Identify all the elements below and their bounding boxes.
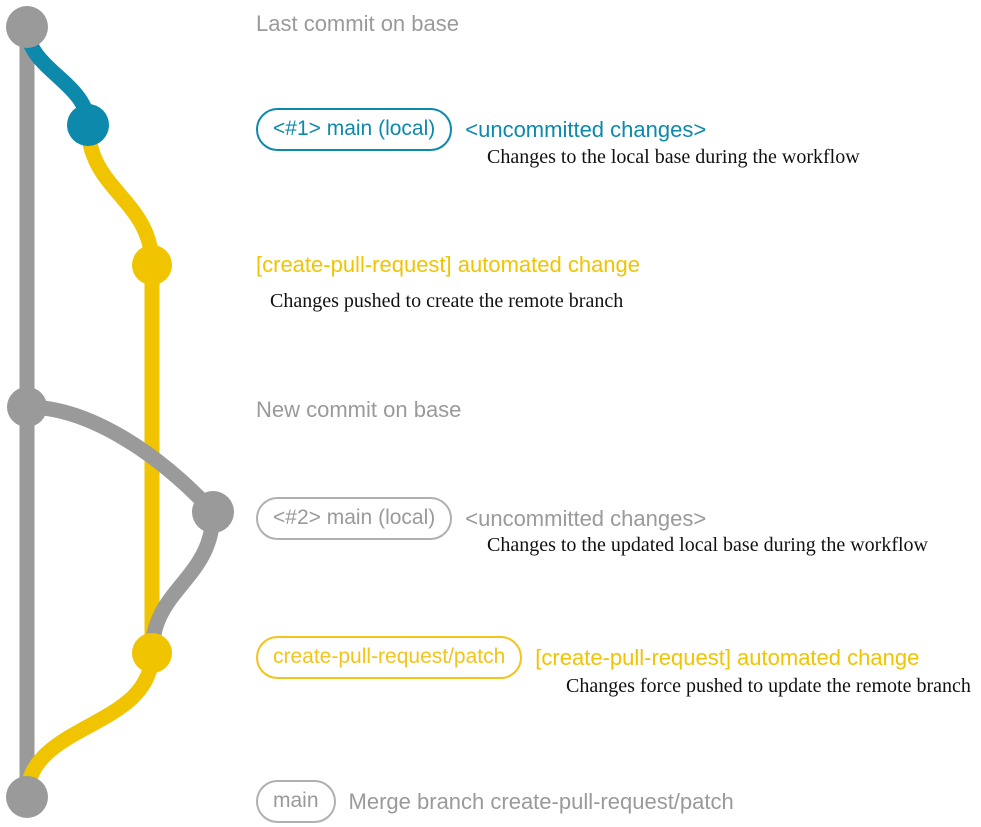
ref-pill-local-main-1[interactable]: <#1> main (local) [256,108,453,151]
commit-subject: Last commit on base [256,11,459,36]
node-automated-change-1[interactable] [132,245,172,285]
commit-subject: [create-pull-request] automated change [256,252,641,277]
commit-subject: <uncommitted changes> [465,116,707,142]
node-local-main-2[interactable] [192,491,234,533]
ref-pill-local-main-2[interactable]: <#2> main (local) [256,497,453,540]
commit-row-automated-change-1: [create-pull-request] automated change [256,254,640,276]
commit-note-automated-change-2: Changes force pushed to update the remot… [566,675,971,697]
commit-row-automated-change-2: create-pull-request/patch [create-pull-r… [256,636,919,679]
commit-note-automated-change-1: Changes pushed to create the remote bran… [270,290,624,312]
commit-subject: [create-pull-request] automated change [535,644,920,670]
edge-base-to-local-2 [19,399,221,520]
node-automated-change-2[interactable] [132,633,172,673]
ref-pill-create-pull-request-patch[interactable]: create-pull-request/patch [256,636,523,679]
ref-pill-main[interactable]: main [256,780,336,823]
edge-patch-2-to-merge [19,645,160,805]
commit-row-last-commit-on-base: Last commit on base [256,13,459,35]
edge-local-1-to-patch-1 [80,117,160,273]
commit-note-local-main-1: Changes to the local base during the wor… [487,146,860,168]
edge-local-2-to-patch-2 [144,504,221,661]
commit-row-merge-commit: main Merge branch create-pull-request/pa… [256,780,734,823]
node-local-main-1[interactable] [67,104,109,146]
commit-subject: New commit on base [256,397,462,422]
commit-subject: Merge branch create-pull-request/patch [348,788,734,814]
commit-row-new-commit-on-base: New commit on base [256,399,461,421]
commit-row-local-main-2: <#2> main (local) <uncommitted changes> [256,497,706,540]
commit-row-local-main-1: <#1> main (local) <uncommitted changes> [256,108,706,151]
graph-nodes [6,6,234,818]
node-last-commit-on-base[interactable] [6,6,48,48]
commit-subject: <uncommitted changes> [465,505,707,531]
node-new-commit-on-base[interactable] [7,387,47,427]
commit-note-local-main-2: Changes to the updated local base during… [487,534,928,556]
node-merge-commit[interactable] [6,776,48,818]
